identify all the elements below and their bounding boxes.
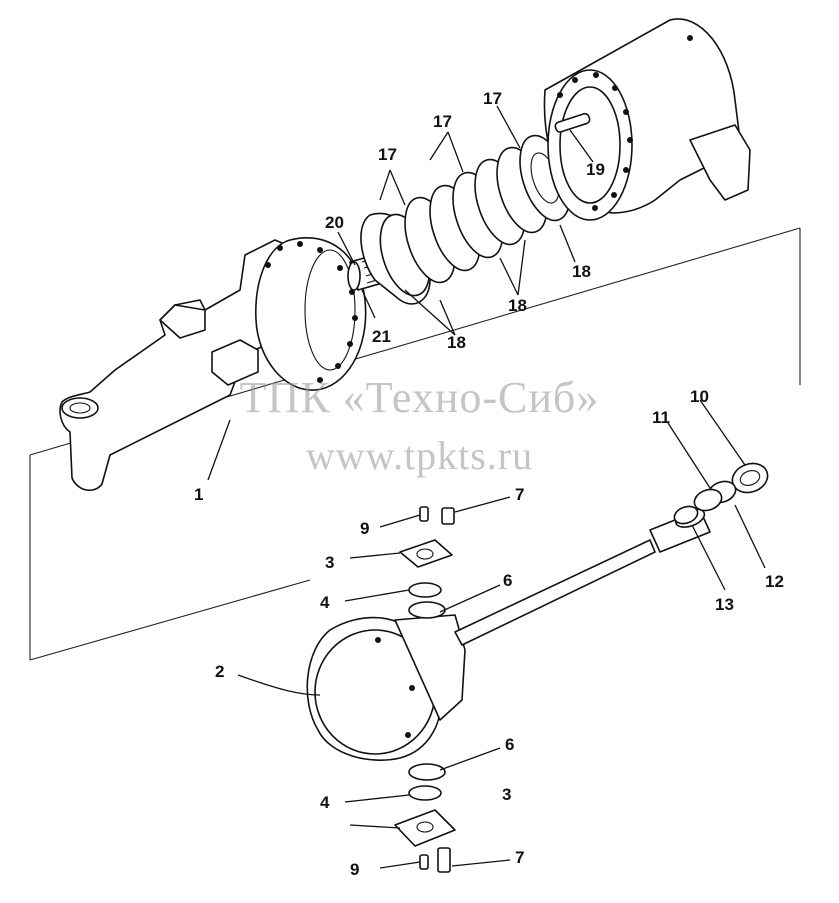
callout-4-upper: 4 bbox=[320, 593, 330, 612]
callout-18-left: 18 bbox=[447, 333, 466, 352]
callout-3-upper: 3 bbox=[325, 553, 334, 572]
callout-9-upper: 9 bbox=[360, 519, 369, 538]
brake-housing bbox=[543, 18, 751, 221]
callout-4-lower: 4 bbox=[320, 793, 330, 812]
callout-2: 2 bbox=[215, 662, 224, 681]
callout-10: 10 bbox=[690, 387, 709, 406]
callout-7-upper: 7 bbox=[515, 485, 524, 504]
callout-21: 21 bbox=[372, 327, 391, 346]
callout-19: 19 bbox=[586, 160, 605, 179]
axle-housing bbox=[59, 237, 367, 491]
callout-17-right: 17 bbox=[483, 89, 502, 108]
callout-7-lower: 7 bbox=[515, 848, 524, 867]
callout-9-lower: 9 bbox=[350, 860, 359, 879]
housing-bolt-holes bbox=[557, 35, 693, 211]
callout-20: 20 bbox=[325, 213, 344, 232]
callout-18-mid: 18 bbox=[508, 296, 527, 315]
leader-lines bbox=[207, 105, 766, 869]
wheel-hub-assembly bbox=[306, 508, 711, 761]
brake-disc-stack bbox=[360, 134, 571, 305]
callout-labels: 1 2 3 3 4 4 6 6 7 7 9 9 10 11 12 13 17 1… bbox=[194, 89, 784, 879]
upper-kingpin-parts bbox=[399, 506, 455, 619]
callout-11: 11 bbox=[652, 408, 670, 427]
lower-kingpin-parts bbox=[394, 763, 456, 873]
watermark-url: www.tpkts.ru bbox=[305, 433, 534, 478]
callout-17-mid: 17 bbox=[433, 112, 452, 131]
watermark-company: ТПК «Техно-Сиб» bbox=[239, 373, 600, 422]
callout-6-lower: 6 bbox=[505, 735, 514, 754]
callout-6-upper: 6 bbox=[503, 571, 512, 590]
callout-1: 1 bbox=[194, 485, 203, 504]
callout-13: 13 bbox=[715, 595, 734, 614]
callout-12: 12 bbox=[765, 572, 784, 591]
callout-17-left: 17 bbox=[378, 145, 397, 164]
callout-3-lower: 3 bbox=[502, 785, 511, 804]
housing-flange-bolts bbox=[265, 241, 358, 383]
callout-18-right: 18 bbox=[572, 262, 591, 281]
